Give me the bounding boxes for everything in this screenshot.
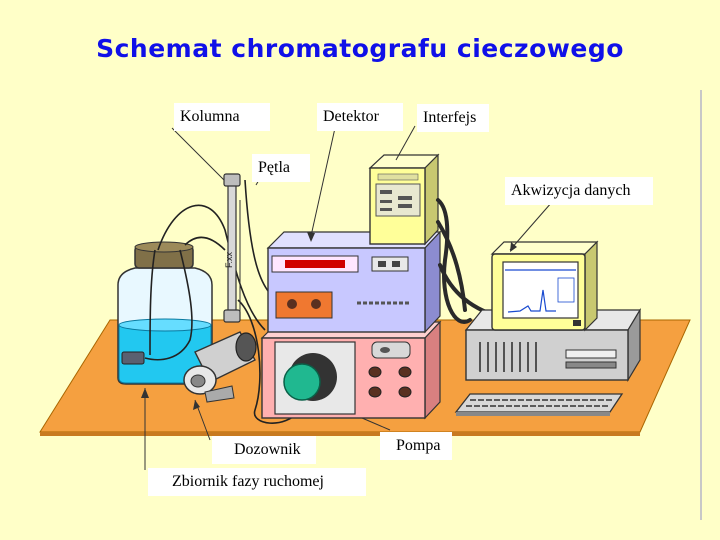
knob-icon	[369, 387, 381, 397]
knob-icon	[369, 367, 381, 377]
lcd-display	[285, 260, 345, 268]
label-interfejs: Interfejs	[417, 104, 489, 132]
table-edge	[40, 432, 640, 436]
label-pompa: Pompa	[380, 432, 452, 460]
detector-unit	[268, 232, 440, 332]
knob-icon	[399, 387, 411, 397]
label-akwizycja: Akwizycja danych	[505, 177, 653, 205]
keyboard	[456, 394, 622, 416]
column: F.xx	[224, 174, 240, 322]
knob-icon	[399, 367, 411, 377]
mobile-phase-reservoir	[118, 242, 212, 384]
interface-unit	[370, 155, 438, 244]
label-dozownik: Dozownik	[212, 436, 316, 464]
label-detektor: Detektor	[317, 103, 403, 131]
label-zbiornik: Zbiornik fazy ruchomej	[148, 468, 366, 496]
label-petla: Pętla	[252, 154, 310, 182]
pump-head	[284, 364, 320, 400]
monitor	[492, 242, 597, 330]
label-kolumna: Kolumna	[174, 103, 270, 131]
column-mark: F.xx	[224, 251, 234, 268]
inlet-filter	[122, 352, 144, 364]
pump-unit	[262, 322, 440, 418]
